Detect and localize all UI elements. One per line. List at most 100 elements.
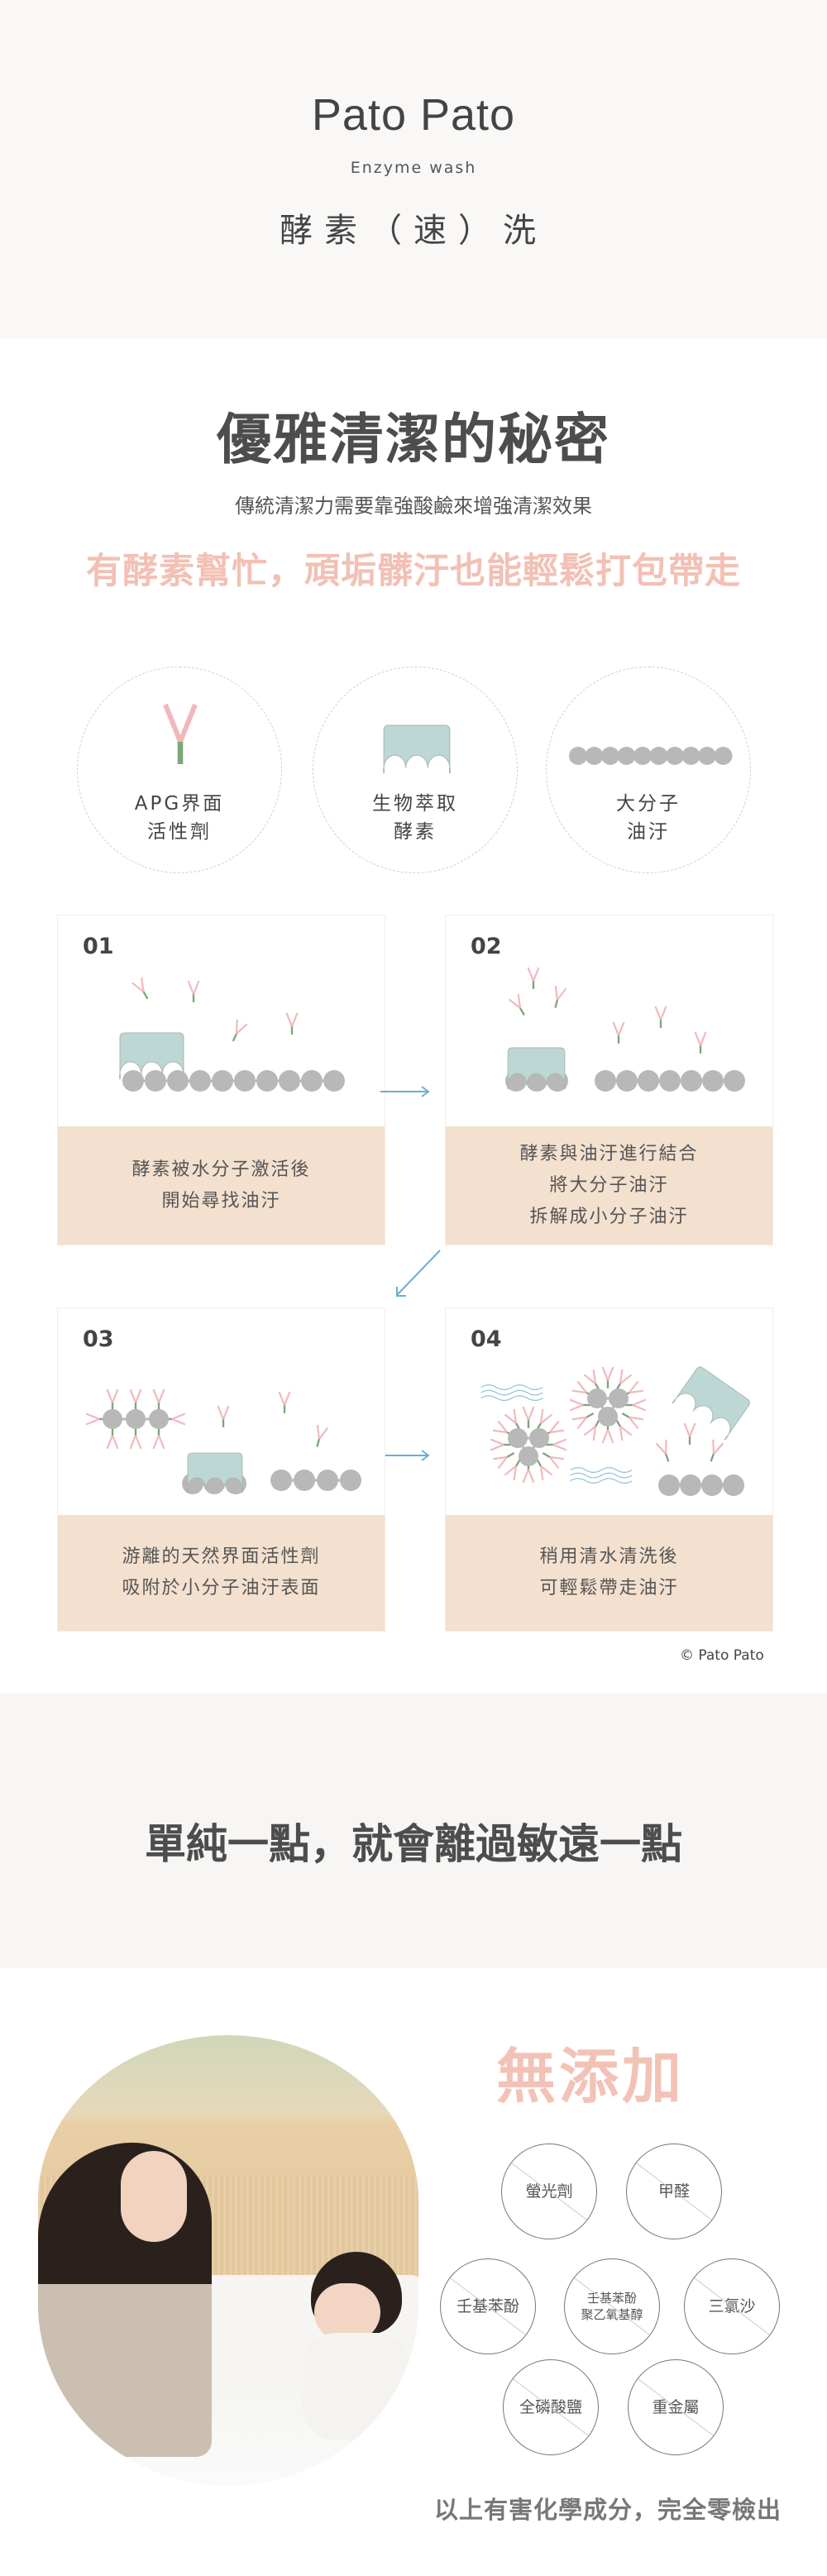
oil-molecule bbox=[212, 1070, 233, 1092]
oil-molecule bbox=[595, 1070, 616, 1092]
dispersed-oil-cluster bbox=[489, 1405, 568, 1484]
surfactant-mark bbox=[618, 1407, 645, 1430]
oil-molecule bbox=[234, 1070, 256, 1092]
surfactant-mark bbox=[129, 1426, 142, 1450]
oil-molecule bbox=[702, 1070, 724, 1092]
step-04-diagram bbox=[480, 1364, 753, 1496]
additive-npe: 壬基苯酚聚乙氧基醇 bbox=[564, 2258, 660, 2354]
oil-molecule bbox=[145, 1070, 166, 1092]
step-01-diagram bbox=[119, 976, 345, 1092]
section-title: 優雅清潔的秘密 bbox=[217, 408, 610, 471]
legend-surfactant: APG界面活性劑 bbox=[77, 667, 282, 873]
oil-molecule bbox=[681, 1070, 702, 1092]
coated-oil-molecule bbox=[84, 1388, 187, 1450]
surfactant-mark bbox=[106, 1388, 119, 1412]
oil-molecule bbox=[601, 747, 619, 765]
oil-molecule bbox=[666, 747, 684, 765]
product-subtitle-zh: 酵素（速）洗 bbox=[280, 212, 547, 250]
oil-molecule bbox=[189, 1070, 211, 1092]
oil-molecule-chain bbox=[569, 747, 733, 765]
step-card-01: 01 酵素被水分子激活後開始尋找油汙 bbox=[57, 915, 385, 1245]
arrow-right-icon bbox=[380, 1450, 430, 1461]
step-caption: 酵素與油汙進行結合將大分子油汙拆解成小分子油汙 bbox=[446, 1126, 772, 1245]
flow-arrows bbox=[380, 1086, 441, 1297]
oil-molecule bbox=[270, 1470, 292, 1491]
oil-molecule bbox=[698, 747, 716, 765]
step-number: 04 bbox=[471, 1326, 502, 1352]
oil-molecule bbox=[167, 1070, 189, 1092]
surfactant-mark bbox=[491, 1447, 519, 1470]
oil-molecule-chain bbox=[595, 1070, 745, 1092]
oil-molecule bbox=[714, 747, 733, 765]
surfactant-mark bbox=[571, 1407, 598, 1430]
oil-molecule bbox=[659, 1070, 681, 1092]
oil-molecule bbox=[649, 747, 668, 765]
section-subtitle: 傳統清潔力需要靠強酸鹼來增強清潔效果 bbox=[235, 495, 592, 518]
legend-label: 活性劑 bbox=[147, 821, 212, 843]
surfactant-mark bbox=[152, 1426, 165, 1450]
oil-molecule bbox=[633, 747, 652, 765]
legend-enzyme: 生物萃取酵素 bbox=[313, 667, 518, 873]
oil-molecule bbox=[294, 1470, 315, 1491]
oil-molecule bbox=[317, 1470, 338, 1491]
product-subtitle-en: Enzyme wash bbox=[350, 159, 477, 177]
step-card-04: 04 稍用清水清洗後可輕鬆帶走油汙 bbox=[445, 1307, 773, 1632]
step-caption: 游離的天然界面活性劑吸附於小分子油汙表面 bbox=[58, 1515, 385, 1631]
surfactant-mark bbox=[152, 1388, 165, 1412]
oil-molecule bbox=[279, 1070, 300, 1092]
arrow-down-left-icon bbox=[396, 1250, 441, 1297]
step-number: 01 bbox=[83, 934, 114, 959]
additive-formaldehyde: 甲醛 bbox=[626, 2143, 722, 2239]
surfactant-mark bbox=[129, 1388, 142, 1412]
additive-triclosan: 三氯沙 bbox=[684, 2258, 780, 2354]
additive-heavy-metal: 重金屬 bbox=[628, 2359, 724, 2455]
oil-molecule bbox=[122, 1070, 144, 1092]
oil-molecule-chain bbox=[658, 1474, 744, 1496]
additive-fluorescent: 螢光劑 bbox=[501, 2143, 597, 2239]
brand-logo: Pato Pato bbox=[311, 90, 516, 140]
oil-molecule bbox=[680, 1474, 701, 1496]
oil-molecule bbox=[658, 1474, 680, 1496]
molecule-chain-icon bbox=[569, 747, 733, 765]
legend-label: 酵素 bbox=[394, 821, 437, 843]
step-02-diagram bbox=[505, 966, 745, 1092]
step-number: 03 bbox=[83, 1326, 114, 1352]
additive-phosphate: 全磷酸鹽 bbox=[503, 2359, 599, 2455]
additive-nonylphenol: 壬基苯酚 bbox=[440, 2258, 536, 2354]
oil-molecule bbox=[681, 747, 700, 765]
no-additives-footer: 以上有害化學成分，完全零檢出 bbox=[434, 2496, 782, 2524]
oil-molecule bbox=[638, 1070, 659, 1092]
dispersed-oil-cluster bbox=[568, 1365, 648, 1445]
oil-molecule bbox=[256, 1070, 278, 1092]
step-03-diagram bbox=[84, 1388, 361, 1494]
no-additives-title: 無添加 bbox=[496, 2042, 686, 2111]
oil-molecule bbox=[616, 1070, 638, 1092]
oil-molecule-chain bbox=[122, 1070, 345, 1092]
surfactant-mark bbox=[601, 1365, 614, 1390]
oil-molecule bbox=[340, 1470, 361, 1491]
mother-baby-photo bbox=[38, 2035, 418, 2486]
hero-banner bbox=[0, 0, 827, 339]
step-caption: 酵素被水分子激活後開始尋找油汙 bbox=[58, 1126, 385, 1245]
oil-molecule bbox=[701, 1474, 723, 1496]
oil-molecule bbox=[323, 1070, 345, 1092]
oil-molecule-chain bbox=[270, 1470, 361, 1491]
oil-molecule bbox=[301, 1070, 323, 1092]
surfactant-mark bbox=[106, 1426, 119, 1450]
gentle-title: 單純一點，就會離過敏遠一點 bbox=[145, 1820, 682, 1868]
legend-oil: 大分子油汙 bbox=[546, 667, 751, 873]
oil-molecule bbox=[569, 747, 587, 765]
gentle-section bbox=[0, 1694, 827, 1968]
oil-molecule bbox=[724, 1070, 745, 1092]
step-number: 02 bbox=[471, 934, 502, 959]
copyright: © Pato Pato bbox=[680, 1647, 764, 1664]
oil-molecule bbox=[723, 1474, 744, 1496]
legend-label: 大分子 bbox=[616, 793, 681, 815]
arrow-right-icon bbox=[380, 1086, 430, 1097]
oil-molecule bbox=[585, 747, 604, 765]
section-highlight: 有酵素幫忙，頑垢髒汙也能輕鬆打包帶走 bbox=[86, 551, 741, 592]
legend-label: APG界面 bbox=[134, 793, 225, 815]
step-card-02: 02 酵素與油汙進行結合將大分子油汙拆解成小分子油汙 bbox=[445, 915, 773, 1245]
surfactant-mark bbox=[538, 1447, 566, 1470]
oil-molecule bbox=[617, 747, 636, 765]
